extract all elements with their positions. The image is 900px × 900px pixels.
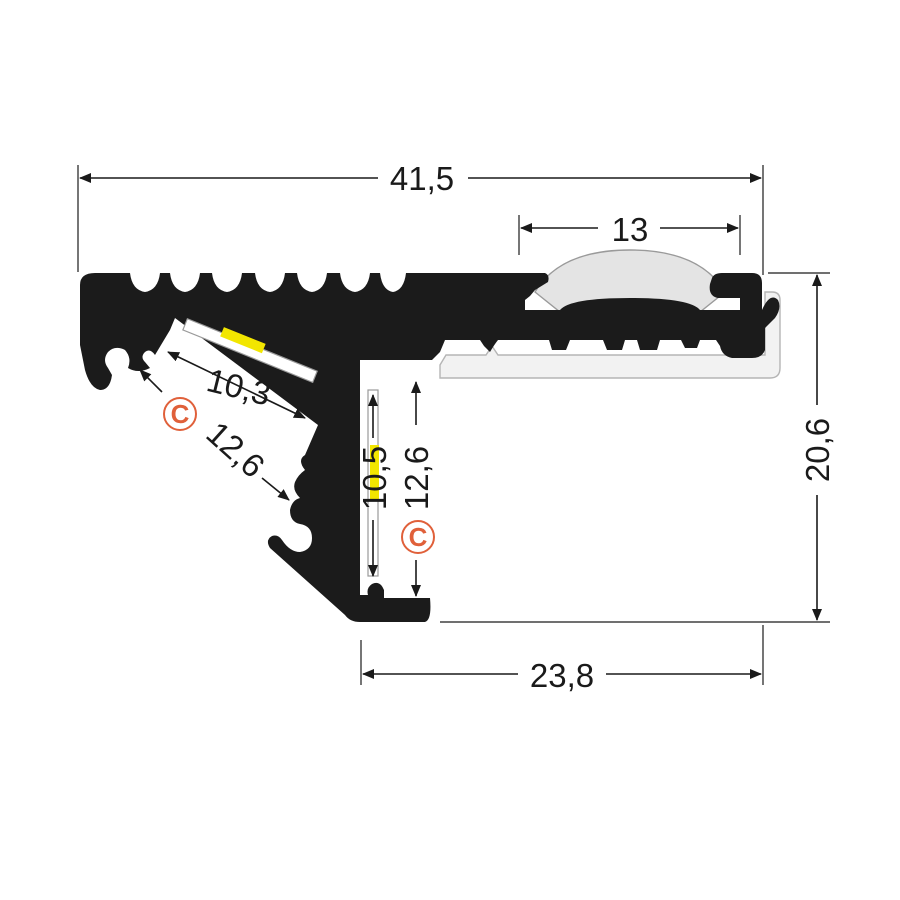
dim-height: 20,6 (799, 418, 836, 482)
vertical-c-marker-icon (401, 520, 435, 554)
dim-line-angled-strip (167, 351, 306, 419)
dim-line-angled-channel-top (139, 369, 163, 393)
dim-line-angled-channel-bottom (261, 477, 290, 501)
dim-total-width: 41,5 (390, 160, 454, 197)
angled-c-marker-label: C (171, 399, 190, 429)
vertical-led-chip (370, 445, 379, 500)
dim-angled-channel-width: 12,6 (199, 414, 271, 484)
dim-vertical-strip-width: 10,5 (356, 446, 393, 510)
angled-led-chip (220, 327, 266, 354)
angled-c-marker-icon (163, 397, 197, 431)
dim-vertical-channel-width: 12,6 (398, 446, 435, 510)
dim-base-width: 23,8 (530, 657, 594, 694)
dim-diffuser-width: 13 (612, 211, 649, 248)
step-insert-outline (439, 291, 781, 379)
vertical-c-marker-label: C (409, 522, 428, 552)
